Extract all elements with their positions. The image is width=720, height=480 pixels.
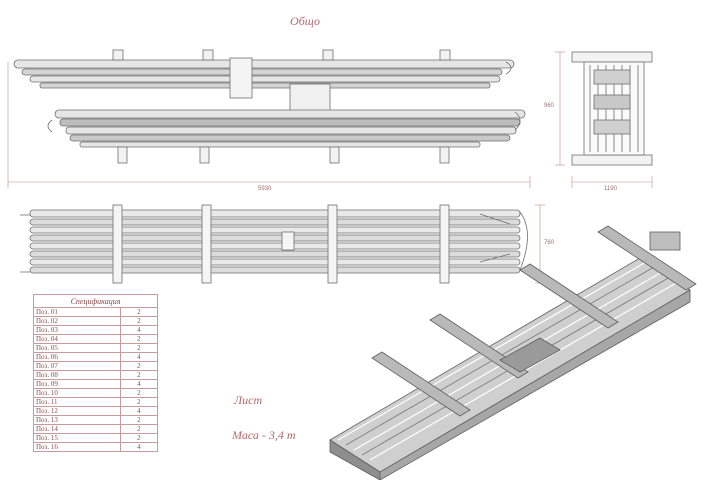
drawing-title: Общо [290, 14, 320, 28]
row-name: Поз. 04 [33, 334, 121, 344]
side-width-dim: 1190 [604, 186, 617, 192]
top-view [20, 204, 528, 284]
side-view [571, 51, 653, 166]
top-height-dim: 760 [544, 240, 555, 246]
row-qty: 2 [119, 334, 159, 344]
row-name: Поз. 08 [33, 370, 121, 380]
row-qty: 4 [119, 352, 159, 362]
mass-note: Маса - 3,4 т [232, 428, 296, 442]
side-dimensions [555, 51, 653, 188]
row-qty: 2 [119, 433, 159, 443]
row-name: Поз. 12 [33, 406, 121, 416]
row-qty: 4 [119, 325, 159, 335]
row-name: Поз. 11 [33, 397, 121, 407]
isometric-view [329, 225, 697, 480]
row-qty: 4 [119, 442, 159, 452]
table-title: Спецификация [33, 294, 158, 308]
row-name: Поз. 05 [33, 343, 121, 353]
row-name: Поз. 09 [33, 379, 121, 389]
front-view [13, 49, 526, 164]
row-name: Поз. 13 [33, 415, 121, 425]
row-qty: 2 [119, 388, 159, 398]
row-name: Поз. 16 [33, 442, 121, 452]
row-name: Поз. 14 [33, 424, 121, 434]
row-name: Поз. 07 [33, 361, 121, 371]
row-qty: 2 [119, 307, 159, 317]
row-qty: 2 [119, 370, 159, 380]
row-name: Поз. 01 [33, 307, 121, 317]
row-qty: 4 [119, 379, 159, 389]
row-name: Поз. 15 [33, 433, 121, 443]
row-qty: 2 [119, 316, 159, 326]
row-qty: 2 [119, 424, 159, 434]
row-qty: 2 [119, 397, 159, 407]
row-name: Поз. 10 [33, 388, 121, 398]
row-name: Поз. 02 [33, 316, 121, 326]
scale-note: Лист [234, 393, 263, 407]
row-qty: 2 [119, 343, 159, 353]
front-dimension [7, 62, 531, 188]
row-qty: 4 [119, 406, 159, 416]
row-qty: 2 [119, 361, 159, 371]
row-qty: 2 [119, 415, 159, 425]
side-height-dim: 960 [544, 103, 555, 109]
front-length-dim: 5930 [258, 186, 272, 192]
row-name: Поз. 03 [33, 325, 121, 335]
row-name: Поз. 06 [33, 352, 121, 362]
